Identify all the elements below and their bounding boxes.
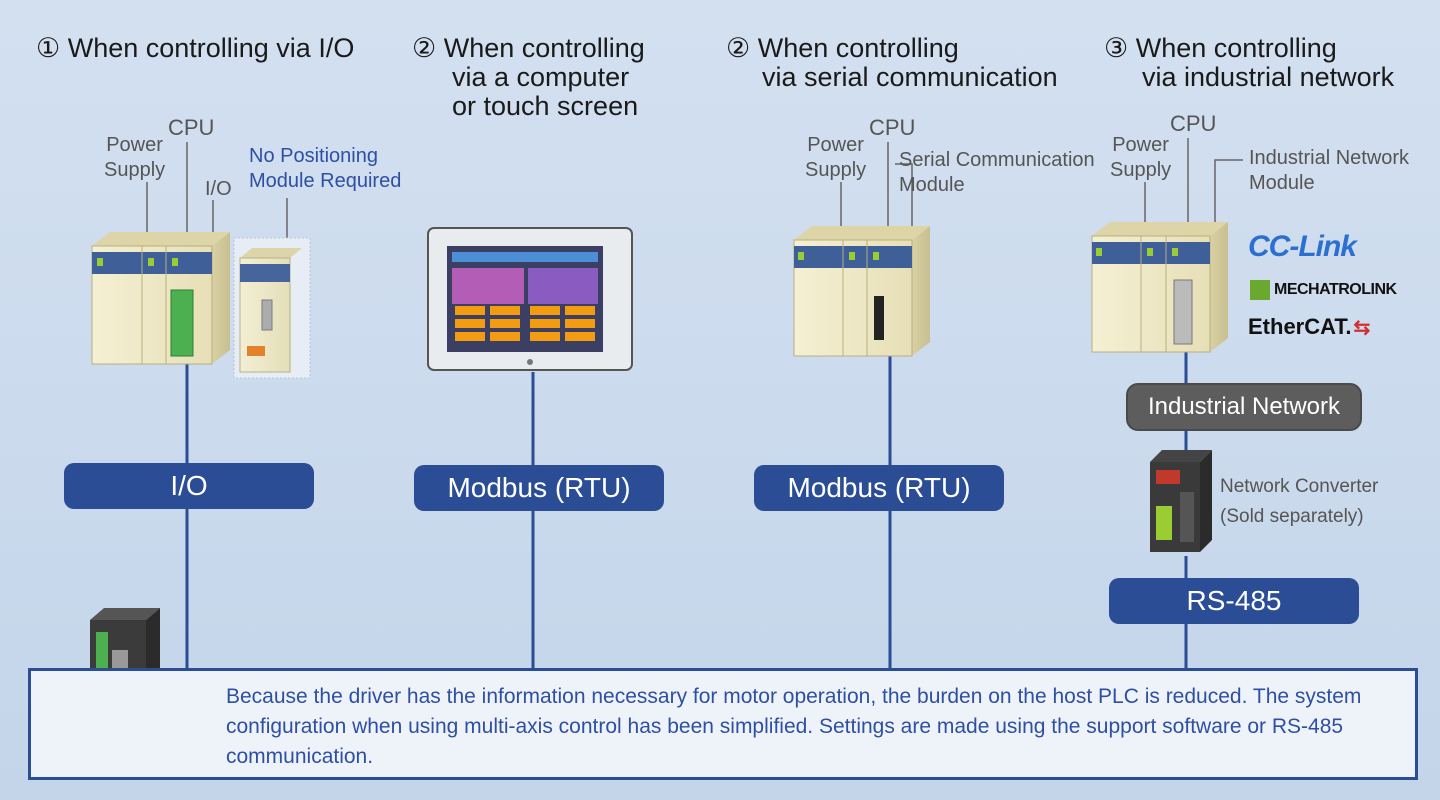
label-network-module: Industrial Network Module [1249, 146, 1409, 196]
driver-info-text: Because the driver has the information n… [226, 685, 1362, 768]
label-line: Power [807, 134, 864, 156]
ethercat-logo: EtherCAT. ⇆ [1248, 314, 1370, 340]
label-io-module: I/O [205, 178, 232, 200]
industrial-network-badge: Industrial Network [1126, 383, 1362, 431]
label-no-positioning: No Positioning Module Required [249, 144, 401, 194]
mechatrolink-logo: MECHATROLINK [1250, 280, 1397, 300]
label-line: Power [106, 134, 163, 156]
label-line: Module [1249, 172, 1315, 194]
heading-line: ② When controlling [726, 33, 959, 63]
positioning-module-ghost [233, 237, 311, 379]
connection-modbus-serial-pill: Modbus (RTU) [754, 465, 1004, 511]
network-converter-label: Network Converter (Sold separately) [1220, 472, 1378, 532]
heading-line: ③ When controlling [1104, 33, 1337, 63]
heading-line: via serial communication [762, 62, 1058, 92]
cc-link-logo: CC-Link [1248, 230, 1357, 263]
label-line: (Sold separately) [1220, 506, 1364, 527]
heading-touch: ② When controlling via a computer or tou… [412, 34, 645, 121]
heading-line: or touch screen [452, 91, 639, 121]
label-line: Module [899, 174, 965, 196]
heading-line: ① When controlling via I/O [36, 33, 355, 63]
touch-screen-device [427, 227, 633, 371]
label-line: Supply [805, 159, 867, 181]
label-power-supply-serial: Power Supply [805, 133, 866, 183]
mechatrolink-mark-icon [1250, 280, 1270, 300]
heading-serial: ② When controlling via serial communicat… [726, 34, 1058, 92]
label-cpu-serial: CPU [869, 115, 916, 140]
ethercat-arrow-icon: ⇆ [1353, 316, 1371, 339]
ethercat-text: EtherCAT. [1248, 314, 1352, 339]
label-cpu-network: CPU [1170, 111, 1217, 136]
heading-line: via a computer [452, 62, 630, 92]
label-line: Industrial Network [1249, 147, 1410, 169]
heading-line: via industrial network [1142, 62, 1395, 92]
label-line: Module Required [249, 170, 402, 192]
driver-info-box [28, 668, 1418, 780]
plc-unit-network [1091, 222, 1228, 353]
heading-line: ② When controlling [412, 33, 645, 63]
leader-lines [146, 138, 1243, 238]
label-line: No Positioning [249, 145, 378, 167]
label-line: Supply [104, 159, 166, 181]
label-power-supply-network: Power Supply [1110, 133, 1171, 183]
heading-io: ① When controlling via I/O [36, 34, 354, 63]
label-line: Supply [1110, 159, 1172, 181]
label-power-supply-io: Power Supply [104, 133, 165, 183]
label-serial-module: Serial Communication Module [899, 148, 1095, 198]
plc-unit-serial [793, 226, 930, 357]
connection-rs485-pill: RS-485 [1109, 578, 1359, 624]
label-cpu-io: CPU [168, 115, 215, 140]
heading-network: ③ When controlling via industrial networ… [1104, 34, 1394, 92]
label-line: Serial Communication [899, 149, 1095, 171]
plc-unit-io [91, 232, 230, 365]
connection-modbus-touch-pill: Modbus (RTU) [414, 465, 664, 511]
network-converter-device [1150, 450, 1212, 552]
mechatrolink-text: MECHATROLINK [1274, 281, 1397, 298]
label-line: Network Converter [1220, 476, 1379, 497]
label-line: Power [1112, 134, 1169, 156]
connection-io-pill: I/O [64, 463, 314, 509]
connector-lines [185, 352, 1188, 668]
